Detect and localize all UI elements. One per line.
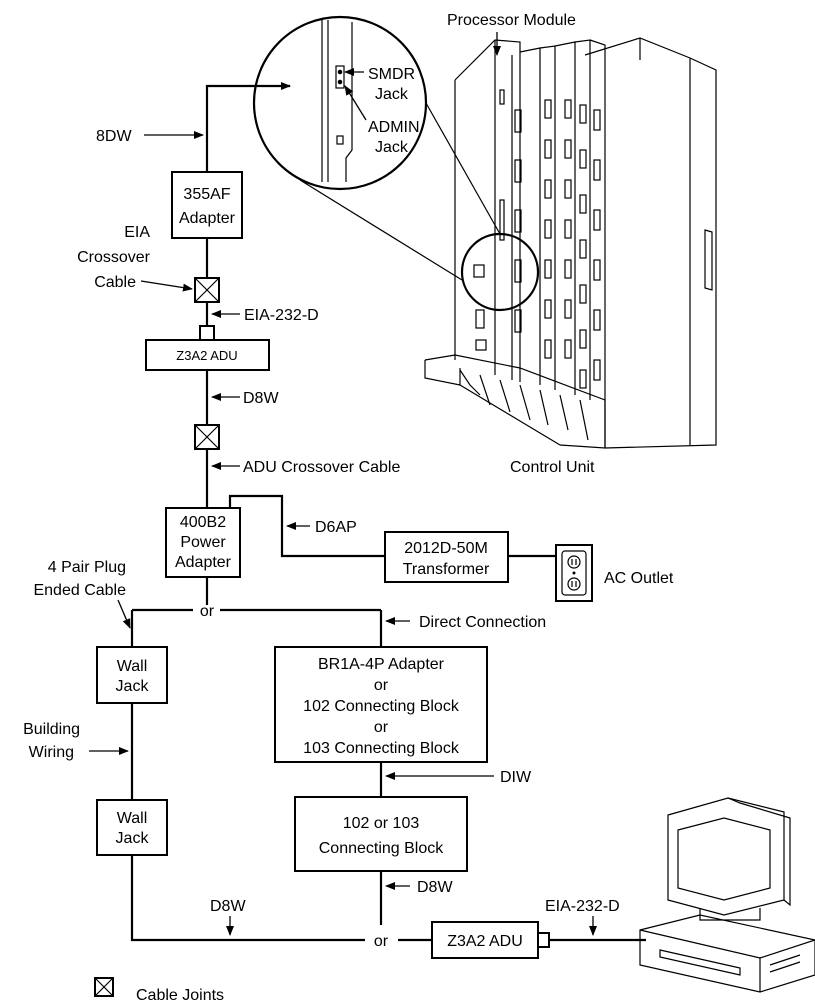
legend-cable-joints-label: Cable Joints bbox=[136, 987, 224, 1004]
direct-connection-label: Direct Connection bbox=[419, 614, 546, 631]
connector-plug-bottom bbox=[537, 932, 550, 948]
br1a-label-1: BR1A-4P Adapter bbox=[318, 656, 445, 673]
smdr-jack-label-1: SMDR bbox=[368, 66, 415, 83]
or-top-label: or bbox=[200, 603, 215, 620]
transformer-label-2: Transformer bbox=[403, 561, 490, 578]
eia-crossover-label-2: Crossover bbox=[77, 249, 151, 266]
wall-jack-bottom-box bbox=[96, 799, 168, 856]
br1a-label-4: or bbox=[374, 719, 389, 736]
admin-jack-label-1: ADMIN bbox=[368, 119, 420, 136]
building-wiring-label-1: Building bbox=[23, 721, 80, 738]
wall-jack-top-label-1: Wall bbox=[117, 658, 148, 675]
transformer-label-1: 2012D-50M bbox=[404, 540, 488, 557]
br1a-label-2: or bbox=[374, 677, 389, 694]
connector-plug bbox=[199, 325, 215, 341]
adu-crossover-cable-label: ADU Crossover Cable bbox=[243, 459, 400, 476]
four-pair-cable-label-1: 4 Pair Plug bbox=[48, 559, 126, 576]
br1a-adapter-box bbox=[274, 646, 488, 763]
eia-232-d-top-label: EIA-232-D bbox=[244, 307, 319, 324]
adapter-355af-label: 355AF bbox=[183, 186, 230, 203]
eia-crossover-label-1: EIA bbox=[124, 224, 150, 241]
power-adapter-label-3: Adapter bbox=[175, 554, 232, 571]
power-adapter-label-2: Power bbox=[180, 534, 226, 551]
diw-label: DIW bbox=[500, 769, 532, 786]
z3a2-adu-top-box bbox=[145, 339, 270, 371]
eia-crossover-label-3: Cable bbox=[94, 274, 136, 291]
four-pair-cable-label-2: Ended Cable bbox=[33, 582, 126, 599]
wall-jack-bottom-label-1: Wall bbox=[117, 810, 148, 827]
cable-joint-icon bbox=[194, 277, 220, 303]
wall-jack-top-box bbox=[96, 646, 168, 704]
ac-outlet-icon bbox=[555, 544, 593, 602]
computer-terminal-icon bbox=[639, 797, 815, 993]
z3a2-adu-bottom-label: Z3A2 ADU bbox=[447, 933, 523, 950]
transformer-box bbox=[384, 531, 509, 583]
power-adapter-label-1: 400B2 bbox=[180, 514, 226, 531]
cable-8dw-label: 8DW bbox=[96, 128, 132, 145]
d8w-left-label: D8W bbox=[210, 898, 246, 915]
d8w-top-label: D8W bbox=[243, 390, 279, 407]
wall-jack-bottom-label-2: Jack bbox=[116, 830, 150, 847]
building-wiring-label-2: Wiring bbox=[29, 744, 74, 761]
or-bottom-label: or bbox=[374, 933, 389, 950]
power-adapter-400b2-box bbox=[165, 507, 241, 578]
adapter-355af-box bbox=[171, 171, 243, 239]
processor-module-label: Processor Module bbox=[447, 12, 576, 29]
eia-232-d-bottom-label: EIA-232-D bbox=[545, 898, 620, 915]
magnifier-callout-icon bbox=[252, 15, 501, 281]
br1a-label-5: 103 Connecting Block bbox=[303, 740, 460, 757]
br1a-label-3: 102 Connecting Block bbox=[303, 698, 460, 715]
adapter-355af-sublabel: Adapter bbox=[179, 210, 236, 227]
cable-joint-icon bbox=[94, 977, 114, 997]
control-unit-icon bbox=[424, 37, 717, 449]
connecting-block-label-1: 102 or 103 bbox=[343, 815, 420, 832]
cable-joint-icon bbox=[194, 424, 220, 450]
smdr-jack-label-2: Jack bbox=[375, 86, 409, 103]
ac-outlet-label: AC Outlet bbox=[604, 570, 674, 587]
wall-jack-top-label-2: Jack bbox=[116, 678, 150, 695]
d6ap-label: D6AP bbox=[315, 519, 357, 536]
control-unit-label: Control Unit bbox=[510, 459, 595, 476]
admin-jack-label-2: Jack bbox=[375, 139, 409, 156]
connecting-block-box bbox=[294, 796, 468, 872]
d8w-right-label: D8W bbox=[417, 879, 453, 896]
connecting-block-label-2: Connecting Block bbox=[319, 840, 445, 857]
z3a2-adu-top-label: Z3A2 ADU bbox=[176, 348, 237, 363]
